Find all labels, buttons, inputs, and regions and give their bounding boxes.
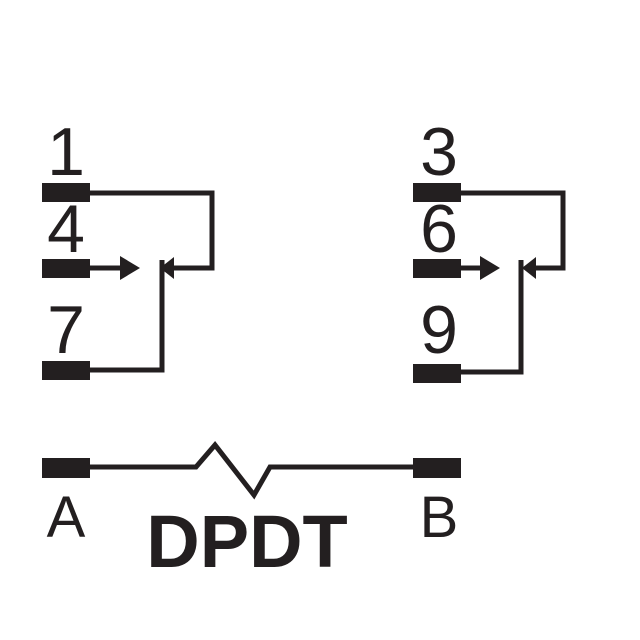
arrowhead-nc-left [160,257,174,279]
terminal-pad-6 [413,259,461,278]
terminal-pad-4 [42,259,90,278]
pin-label-9: 9 [420,292,458,368]
terminal-pad-9 [413,364,461,383]
coil: A B [42,441,461,550]
coil-label-a: A [47,485,86,550]
arrowhead-no-left [120,256,140,280]
terminal-pad-7 [42,361,90,380]
contact-wire-1 [90,190,215,271]
contact-wire-3 [461,190,566,271]
coil-label-b: B [420,485,459,550]
pin-label-1: 1 [47,114,85,190]
pole-left: 1 4 7 [42,114,215,380]
pin-label-7: 7 [47,292,85,368]
coil-terminal-b [413,458,461,478]
diagram-title: DPDT [146,500,347,583]
arrowhead-no-right [480,256,500,280]
pole-right: 3 6 9 [413,114,566,383]
arrowhead-nc-right [522,257,536,279]
coil-terminal-a [42,458,90,478]
terminal-pad-1 [42,183,90,202]
coil-wire [90,441,413,500]
terminal-pad-3 [413,183,461,202]
pin-label-6: 6 [420,191,458,267]
pin-label-3: 3 [420,114,458,190]
common-wire-9 [461,260,524,375]
common-wire-7 [90,260,165,373]
pin-label-4: 4 [47,191,85,267]
